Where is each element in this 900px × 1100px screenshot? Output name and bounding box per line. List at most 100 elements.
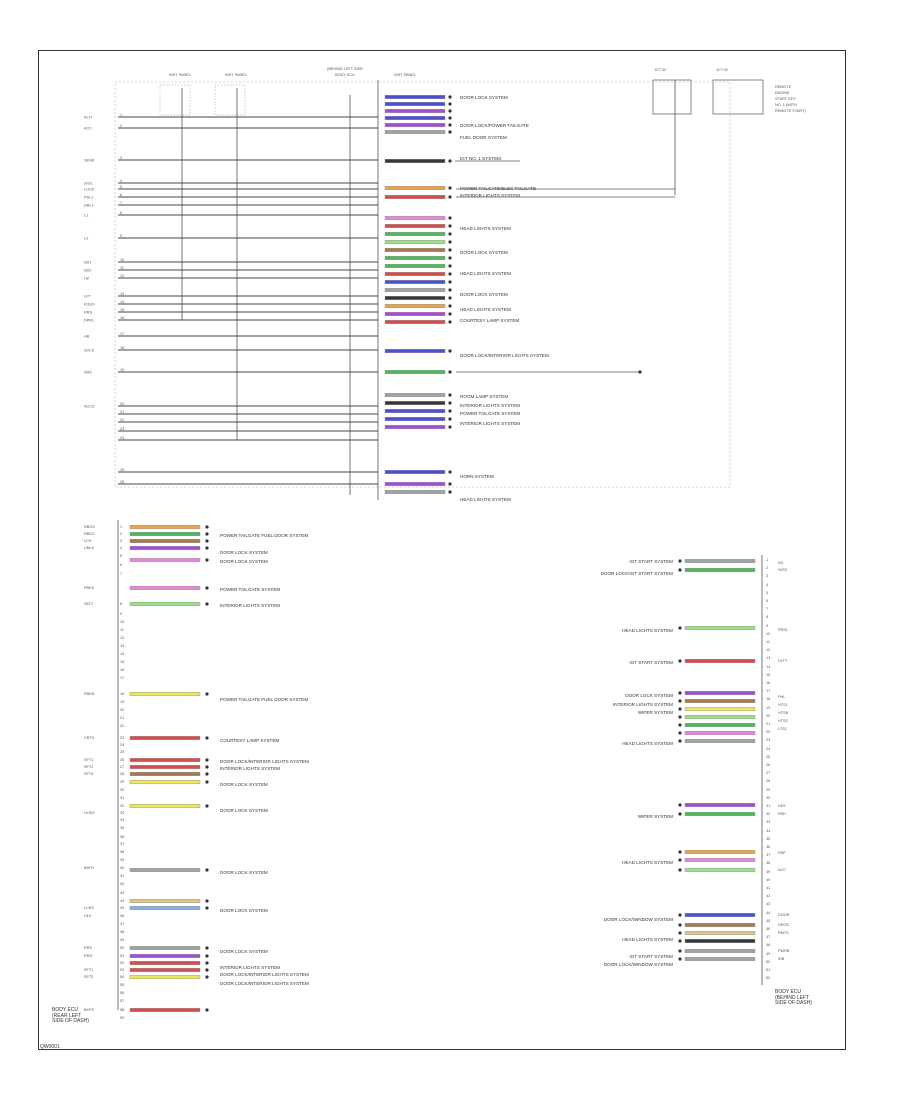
- lower-left-wire-swatch: [129, 899, 201, 904]
- lower-right-name: HZS: [778, 804, 786, 808]
- title-block: BODY ECU (REAR LEFT SIDE OF DASH): [52, 1007, 89, 1025]
- lower-left-pin-number: 58: [120, 1008, 124, 1012]
- lower-right-pin-number: 20: [766, 714, 770, 718]
- lower-right-name: DOOR: [778, 913, 790, 917]
- lower-left-terminal: [205, 899, 209, 903]
- lower-left-pin-number: 9: [120, 612, 122, 616]
- wire-end-terminal: [448, 186, 452, 190]
- pin-label: DPRL: [84, 319, 94, 323]
- lower-right-pin-number: 14: [766, 665, 770, 669]
- wire-color-swatch: [384, 101, 446, 106]
- wire-end-terminal: [448, 240, 452, 244]
- lower-left-name: RRS: [84, 946, 92, 950]
- pin-number: 26: [120, 480, 124, 484]
- lower-right-terminal: [678, 850, 682, 854]
- lower-right-pin-number: 15: [766, 673, 770, 677]
- lower-left-pin-number: 49: [120, 938, 124, 942]
- lower-left-wire-swatch: [129, 954, 201, 959]
- system-label: IGT NO. 1 SYSTEM: [460, 156, 501, 161]
- lower-left-wire-swatch: [129, 532, 201, 537]
- wire-color-swatch: [384, 215, 446, 220]
- lower-left-pin-number: 31: [120, 796, 124, 800]
- lower-left-system-label: DOOR LOCK SYSTEM: [220, 908, 268, 913]
- wire-color-swatch: [384, 320, 446, 325]
- lower-right-system-label: DOOR LOCK/IGT START SYSTEM: [601, 571, 674, 576]
- lower-left-pin-number: 50: [120, 946, 124, 950]
- pin-label: DRL1: [84, 204, 94, 208]
- wire-color-swatch: [384, 239, 446, 244]
- wire-color-swatch: [384, 247, 446, 252]
- pin-label: ACCS: [84, 405, 95, 409]
- lower-left-wire-swatch: [129, 906, 201, 911]
- right-block-line-2: (BEHIND LEFT: [775, 994, 810, 1001]
- lower-right-terminal: [678, 931, 682, 935]
- lower-left-terminal: [205, 558, 209, 562]
- lower-left-wire-swatch: [129, 602, 201, 607]
- lower-right-terminal: [678, 699, 682, 703]
- pin-label: PSL1: [84, 196, 93, 200]
- lower-right-terminal: [678, 858, 682, 862]
- lower-left-name: CRTS: [84, 736, 95, 740]
- system-label: COURTESY LAMP SYSTEM: [460, 318, 519, 323]
- lower-right-terminal: [678, 626, 682, 630]
- title-line-1: BODY ECU: [52, 1007, 79, 1013]
- wire-color-swatch: [384, 393, 446, 398]
- lower-left-pin-number: 17: [120, 676, 124, 680]
- lower-right-system-label: IGT START SYSTEM: [629, 954, 673, 959]
- relay-box-left: [652, 79, 692, 115]
- lower-right-system-label: IGT START SYSTEM: [629, 660, 673, 665]
- system-label: DOOR LOCK SYSTEM: [460, 250, 508, 255]
- lower-left-pin-number: 27: [120, 765, 124, 769]
- wire-end-terminal: [448, 482, 452, 486]
- pin-number: 24: [120, 436, 124, 440]
- lower-left-pin-number: 20: [120, 708, 124, 712]
- wire-color-swatch: [384, 94, 446, 99]
- lower-right-wire-swatch: [684, 923, 756, 928]
- system-label: DOOR LOCK/POWER TAILGATE: [460, 123, 529, 128]
- lower-left-pin-number: 10: [120, 620, 124, 624]
- lower-left-wire-swatch: [129, 868, 201, 873]
- lower-right-pin-number: 36: [766, 845, 770, 849]
- lower-left-terminal: [205, 692, 209, 696]
- wire-color-swatch: [384, 185, 446, 190]
- lower-right-terminal: [678, 939, 682, 943]
- wire-end-terminal: [448, 232, 452, 236]
- lower-left-name: SFT2: [84, 765, 93, 769]
- lower-right-pin-number: 37: [766, 853, 770, 857]
- lower-left-system-label: DOOR LOCK SYSTEM: [220, 870, 268, 875]
- lower-left-system-label: POWER TAILGATE FUEL DOOR SYSTEM: [220, 533, 308, 538]
- wire-color-swatch: [384, 158, 446, 163]
- lower-right-name: SIGS: [778, 568, 788, 572]
- lower-left-name: SELT: [84, 602, 94, 606]
- lower-right-name: HTSB: [778, 711, 789, 715]
- lower-right-pin-number: 51: [766, 968, 770, 972]
- lower-left-system-label: POWER TAILGATE SYSTEM: [220, 587, 280, 592]
- lower-left-pin-number: 7: [120, 572, 122, 576]
- remote-start-note: REMOTE: [775, 85, 792, 89]
- lower-right-pin-number: 47: [766, 935, 770, 939]
- lower-left-pin-number: 48: [120, 930, 124, 934]
- title-line-2: (REAR LEFT: [52, 1012, 82, 1019]
- lower-left-pin-number: 45: [120, 906, 124, 910]
- pin-label: LOCK: [84, 188, 95, 192]
- lower-left-wire-swatch: [129, 780, 201, 785]
- wire-end-terminal: [448, 288, 452, 292]
- lower-right-wire-swatch: [684, 568, 756, 573]
- lower-right-pin-number: 44: [766, 911, 770, 915]
- wire-color-swatch: [384, 231, 446, 236]
- lower-left-pin-number: 21: [120, 716, 124, 720]
- pin-label: HB: [84, 335, 90, 339]
- pin-label: ACC: [84, 127, 92, 131]
- lower-left-name: ULK: [84, 914, 92, 918]
- wire-end-terminal: [448, 280, 452, 284]
- wire-color-swatch: [384, 490, 446, 495]
- right-block-line-1: BODY ECU: [775, 989, 802, 995]
- right-block: BODY ECU (BEHIND LEFT SIDE OF DASH): [775, 989, 812, 1007]
- pin-number: 3: [120, 156, 122, 160]
- wire-color-swatch: [384, 296, 446, 301]
- wire-color-swatch: [384, 280, 446, 285]
- lower-left-terminal: [205, 539, 209, 543]
- wire-end-terminal: [448, 195, 452, 199]
- footer-code: QW0001: [40, 1044, 60, 1050]
